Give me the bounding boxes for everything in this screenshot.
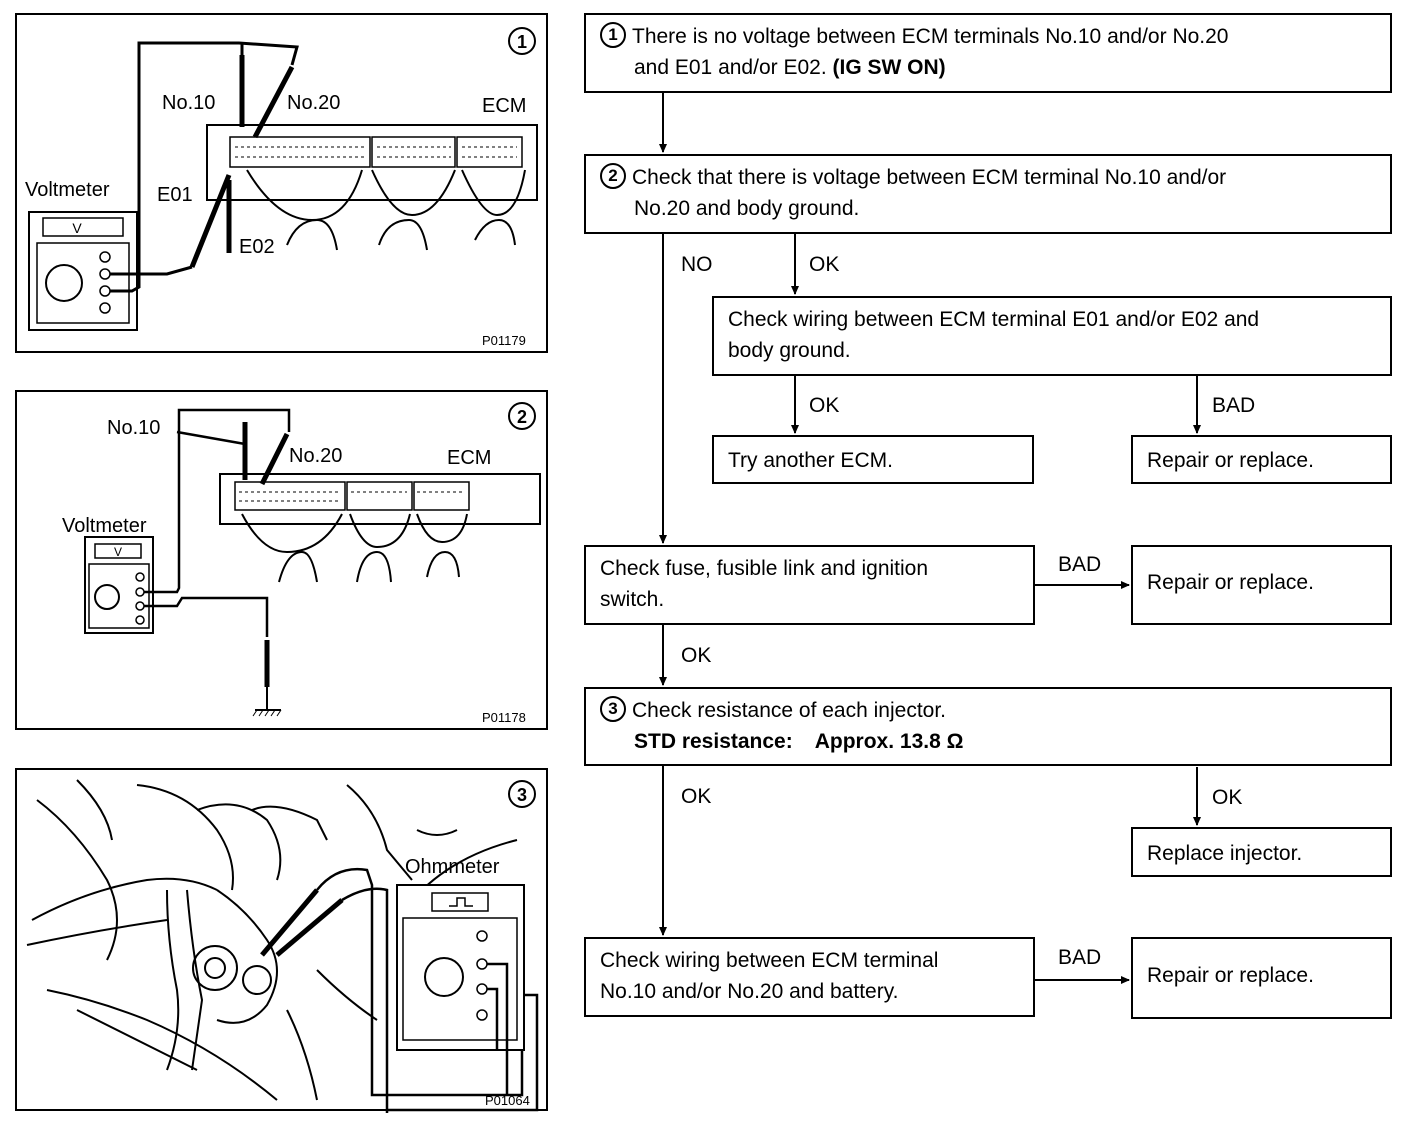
step-number-2: 2: [600, 163, 626, 190]
label-no20: No.20: [287, 92, 340, 114]
check-fuse-box: Check fuse, fusible link and ignition sw…: [584, 545, 1035, 625]
label-ok-step3: OK: [681, 785, 712, 808]
label-no10: No.10: [107, 417, 160, 439]
replace-injector-text: Replace injector.: [1147, 842, 1303, 865]
repair-text-1: Repair or replace.: [1147, 449, 1314, 472]
label-ok-step3-right: OK: [1212, 786, 1243, 809]
label-ok-ground: OK: [809, 394, 840, 417]
check-battery-line2: No.10 and/or No.20 and battery.: [600, 980, 899, 1003]
repair-box-3: Repair or replace.: [1131, 937, 1392, 1019]
ig-sw-on-note: (IG SW ON): [832, 56, 946, 79]
check-ground-box: Check wiring between ECM terminal E01 an…: [712, 296, 1392, 376]
std-resistance-label: STD resistance:: [634, 730, 793, 753]
try-another-ecm-text: Try another ECM.: [728, 449, 893, 472]
check-ground-line2: body ground.: [728, 339, 851, 362]
step-2-text-line1: Check that there is voltage between ECM …: [632, 166, 1227, 189]
label-e01: E01: [157, 184, 193, 206]
illustration-panel-3: Ohmmeter 3 P01064: [15, 768, 548, 1113]
label-no20: No.20: [289, 445, 342, 467]
std-resistance-value: Approx. 13.8 Ω: [814, 730, 964, 753]
figure-code-2: P01178: [482, 710, 526, 725]
step-2-box: 2 Check that there is voltage between ECM…: [584, 154, 1392, 234]
step-number-1: 1: [600, 22, 626, 49]
check-fuse-line2: switch.: [600, 588, 665, 611]
figure-code-1: P01179: [482, 333, 526, 348]
voltmeter-ecm-illustration-2: No.10 No.20 ECM Voltmeter V 2 P01178: [62, 402, 541, 725]
repair-text-3: Repair or replace.: [1147, 964, 1314, 987]
label-bad-ground: BAD: [1212, 394, 1256, 417]
repair-box-2: Repair or replace.: [1131, 545, 1392, 625]
try-another-ecm-box: Try another ECM.: [712, 435, 1034, 484]
step-3-box: 3 Check resistance of each injector. STD …: [584, 687, 1392, 766]
label-bad-fuse: BAD: [1058, 553, 1102, 576]
label-ok-fuse: OK: [681, 644, 712, 667]
step-2-text-line2: No.20 and body ground.: [634, 197, 860, 220]
check-fuse-line1: Check fuse, fusible link and ignition: [600, 557, 929, 580]
replace-injector-box: Replace injector.: [1131, 827, 1392, 877]
repair-box-1: Repair or replace.: [1131, 435, 1392, 484]
label-voltmeter: Voltmeter: [62, 515, 147, 537]
label-no10: No.10: [162, 92, 215, 114]
label-ok-step2: OK: [809, 253, 840, 276]
panel-number-2: 2: [517, 407, 527, 427]
step-1-text-line2: and E01 and/or E02.: [634, 56, 833, 79]
check-ground-line1: Check wiring between ECM terminal E01 an…: [728, 308, 1260, 331]
label-ecm: ECM: [482, 95, 526, 117]
meter-face-label: V: [114, 545, 122, 559]
label-bad-battery: BAD: [1058, 946, 1102, 969]
step-1-box: 1 There is no voltage between ECM termina…: [584, 13, 1392, 93]
step-3-text-line1: Check resistance of each injector.: [632, 699, 946, 722]
step-number-3: 3: [600, 696, 626, 723]
check-battery-box: Check wiring between ECM terminal No.10 …: [584, 937, 1035, 1017]
label-ohmmeter: Ohmmeter: [405, 856, 500, 878]
check-battery-line1: Check wiring between ECM terminal: [600, 949, 939, 972]
label-voltmeter: Voltmeter: [25, 179, 110, 201]
label-e02: E02: [239, 236, 275, 258]
label-ecm: ECM: [447, 447, 491, 469]
illustration-panel-2: No.10 No.20 ECM Voltmeter V 2 P01178: [15, 390, 548, 730]
panel-number-1: 1: [517, 32, 527, 52]
panel-number-3: 3: [517, 785, 527, 805]
meter-face-label: V: [72, 220, 82, 236]
label-no: NO: [681, 253, 713, 276]
ohmmeter-injector-illustration: Ohmmeter 3 P01064: [26, 779, 539, 1113]
figure-code-3: P01064: [485, 1093, 530, 1108]
voltmeter-ecm-illustration-1: No.10 No.20 ECM Voltmeter E01 E02 V 1 P0…: [25, 27, 538, 348]
step-1-text-line1: There is no voltage between ECM terminal…: [632, 25, 1229, 48]
repair-text-2: Repair or replace.: [1147, 571, 1314, 594]
illustration-panel-1: No.10 No.20 ECM Voltmeter E01 E02 V 1 P0…: [15, 13, 548, 353]
